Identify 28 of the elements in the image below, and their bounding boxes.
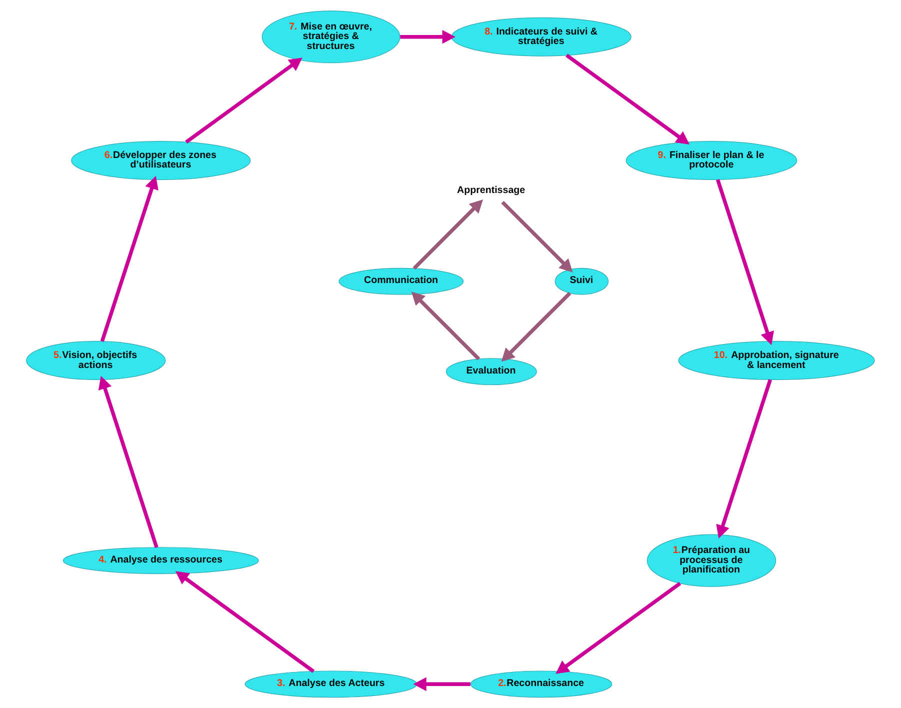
node-ellipse: 1.Préparation au processus de planification [646, 534, 776, 587]
arrow [413, 677, 470, 692]
arrow [716, 379, 772, 538]
arrow [556, 582, 682, 674]
node-ellipse: 9. Finaliser le plan & le protocole [626, 141, 798, 180]
node-ellipse: 5.Vision, objectifs actions [26, 341, 166, 380]
arrow [501, 200, 573, 272]
arrow [411, 292, 480, 360]
arrow [566, 54, 690, 145]
arrow [716, 179, 774, 346]
node-ellipse: Evaluation [446, 358, 537, 386]
node-ellipse: Suivi [554, 268, 609, 295]
node-ellipse: 10. Approbation, signature & lancement [678, 341, 875, 380]
arrow [100, 176, 158, 342]
arrow [185, 58, 302, 144]
arrow [98, 376, 158, 548]
node-ellipse: 8. Indicateurs de suivi & stratégies [451, 17, 632, 56]
arrow [175, 571, 315, 673]
node-ellipse: Communication [338, 268, 464, 295]
arrow [400, 30, 456, 44]
node-ellipse: 2.Reconnaissance [470, 670, 612, 698]
node-ellipse: 4. Analyse des ressources [62, 547, 259, 574]
node-text: Apprentissage [457, 184, 526, 196]
arrow [412, 199, 483, 270]
node-ellipse: 6.Développer des zones d’utilisateurs [71, 141, 251, 180]
node-ellipse: 3. Analyse des Acteurs [244, 670, 418, 698]
arrow [501, 292, 572, 362]
node-ellipse: 7. Mise en œuvre, stratégies & structures [262, 10, 400, 64]
